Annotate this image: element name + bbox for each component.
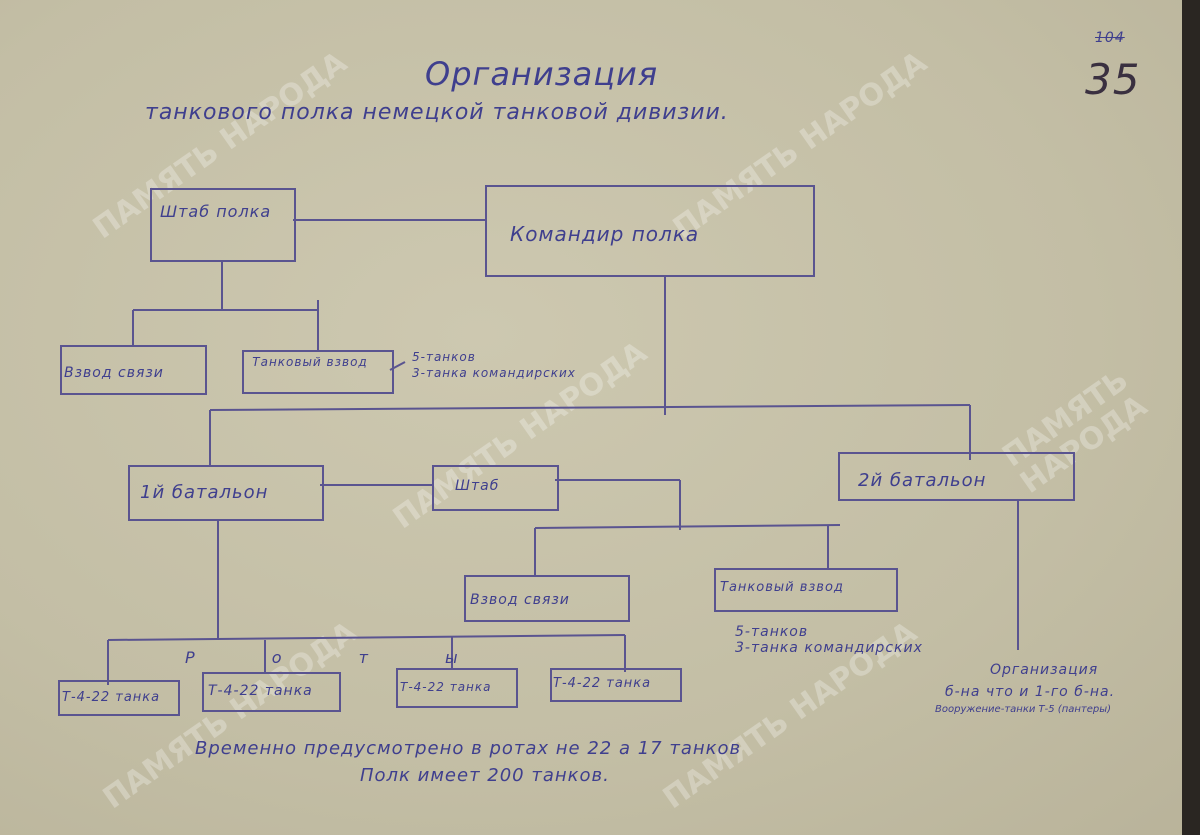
- document-title: Организация: [425, 55, 659, 93]
- company-box: [58, 680, 180, 716]
- regiment-hq-box: [150, 188, 296, 262]
- footer-note: Полк имеет 200 танков.: [360, 765, 610, 786]
- battalion-2-note: б-на что и 1-го б-на.: [945, 684, 1116, 700]
- regiment-signal-label: Взвод связи: [64, 365, 164, 381]
- regiment-signal-box: [60, 345, 207, 395]
- battalion-tank-note: 3-танка командирских: [735, 640, 923, 656]
- battalion-2-label: 2й батальон: [858, 470, 987, 491]
- battalion-2-box: [838, 452, 1075, 501]
- old-page-number: 104: [1095, 30, 1125, 46]
- footer-note: Временно предусмотрено в ротах не 22 а 1…: [195, 738, 742, 759]
- company-label: Т-4-22 танка: [208, 683, 313, 699]
- companies-label: Р о т ы: [185, 648, 459, 667]
- battalion-hq-box: [432, 465, 559, 511]
- document-subtitle: танкового полка немецкой танковой дивизи…: [145, 100, 729, 125]
- battalion-tank-platoon-label: Танковый взвод: [720, 580, 844, 595]
- battalion-signal-label: Взвод связи: [470, 592, 570, 608]
- battalion-1-label: 1й батальон: [140, 482, 269, 503]
- battalion-tank-note: 5-танков: [735, 624, 809, 640]
- commander-label: Командир полка: [510, 222, 700, 246]
- regiment-tank-note: 5-танков: [412, 350, 476, 364]
- battalion-hq-label: Штаб: [455, 478, 500, 494]
- battalion-signal-box: [464, 575, 630, 622]
- commander-box: [485, 185, 815, 277]
- battalion-2-note: Вооружение-танки Т-5 (пантеры): [935, 704, 1112, 715]
- regiment-tank-platoon-label: Танковый взвод: [252, 355, 368, 369]
- battalion-tank-platoon-box: [714, 568, 898, 612]
- battalion-1-box: [128, 465, 324, 521]
- regiment-hq-label: Штаб полка: [160, 202, 272, 221]
- page-number: 35: [1085, 55, 1141, 104]
- scan-edge: [1182, 0, 1200, 835]
- regiment-tank-platoon-box: [242, 350, 394, 394]
- company-label: Т-4-22 танка: [400, 680, 492, 694]
- company-label: Т-4-22 танка: [553, 676, 652, 691]
- company-label: Т-4-22 танка: [62, 690, 161, 705]
- company-box: [396, 668, 518, 708]
- company-box: [550, 668, 682, 702]
- company-box: [202, 672, 341, 712]
- regiment-tank-note: 3-танка командирских: [412, 366, 576, 380]
- battalion-2-note: Организация: [990, 662, 1099, 678]
